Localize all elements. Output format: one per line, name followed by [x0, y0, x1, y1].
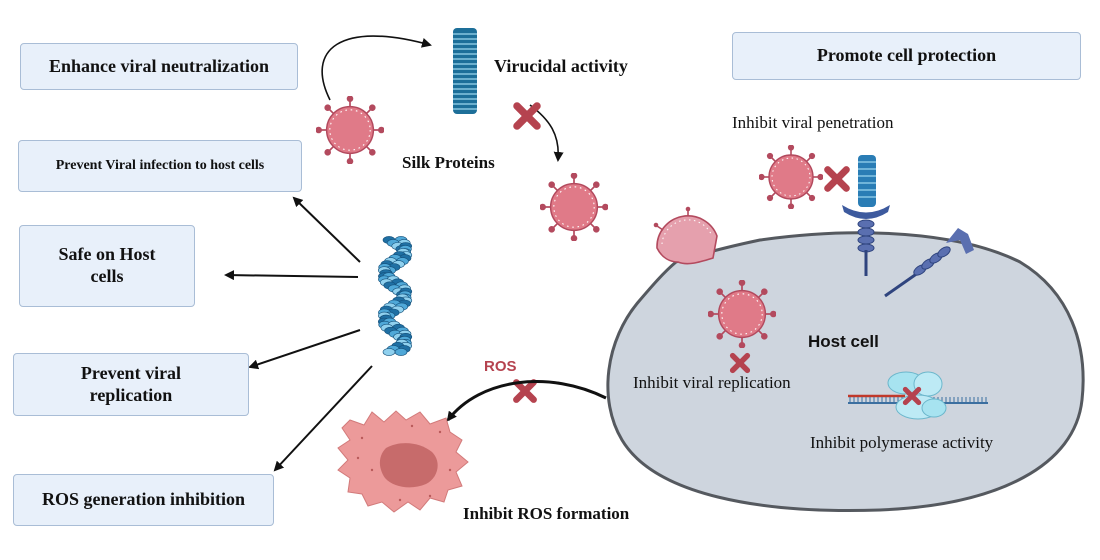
ros-generation-inhibition-box: ROS generation inhibition	[13, 474, 274, 526]
arrow-to-prevent-infection	[292, 196, 361, 263]
ros-label: ROS	[484, 358, 517, 375]
damaged-cell-icon	[337, 410, 469, 513]
receptor-icon	[884, 228, 974, 298]
arrow-virus-to-silk	[321, 35, 432, 101]
inhibit-ros-formation-label: Inhibit ROS formation	[463, 504, 630, 523]
x-mark-icon	[517, 106, 537, 126]
arrow-to-prevent-replication	[248, 329, 361, 370]
virus-icon	[540, 173, 608, 241]
enhance-viral-neutralization-box: Enhance viral neutralization	[20, 43, 298, 90]
host-cell	[606, 231, 1085, 512]
x-mark-icon	[516, 382, 533, 399]
inhibit-viral-replication-label: Inhibit viral replication	[633, 373, 791, 392]
prevent-viral-replication-box: Prevent viral replication	[13, 353, 249, 416]
receptor-icon	[842, 155, 890, 276]
promote-cell-protection-box: Promote cell protection	[732, 32, 1081, 80]
virucidal-activity-label: Virucidal activity	[494, 56, 628, 76]
inhibit-viral-penetration-label: Inhibit viral penetration	[732, 113, 894, 132]
host-cell-label: Host cell	[808, 332, 879, 351]
arrow-ros	[446, 380, 607, 422]
safe-on-host-cells-box: Safe on Host cells	[19, 225, 195, 307]
arrow-to-ros-generation	[273, 365, 373, 472]
virus-icon	[316, 96, 384, 164]
budding-virus-icon	[653, 206, 718, 265]
silk-fiber-icon	[377, 236, 413, 356]
virus-icon	[759, 145, 823, 209]
virus-icon	[708, 280, 776, 348]
arrow-to-safe	[224, 270, 359, 281]
silk-proteins-label: Silk Proteins	[402, 153, 495, 172]
x-mark-icon	[828, 170, 847, 189]
inhibit-polymerase-activity-label: Inhibit polymerase activity	[810, 433, 994, 452]
silk-fiber-icon	[453, 28, 477, 114]
ribosome-icon	[887, 371, 947, 420]
prevent-viral-infection-box: Prevent Viral infection to host cells	[18, 140, 302, 192]
